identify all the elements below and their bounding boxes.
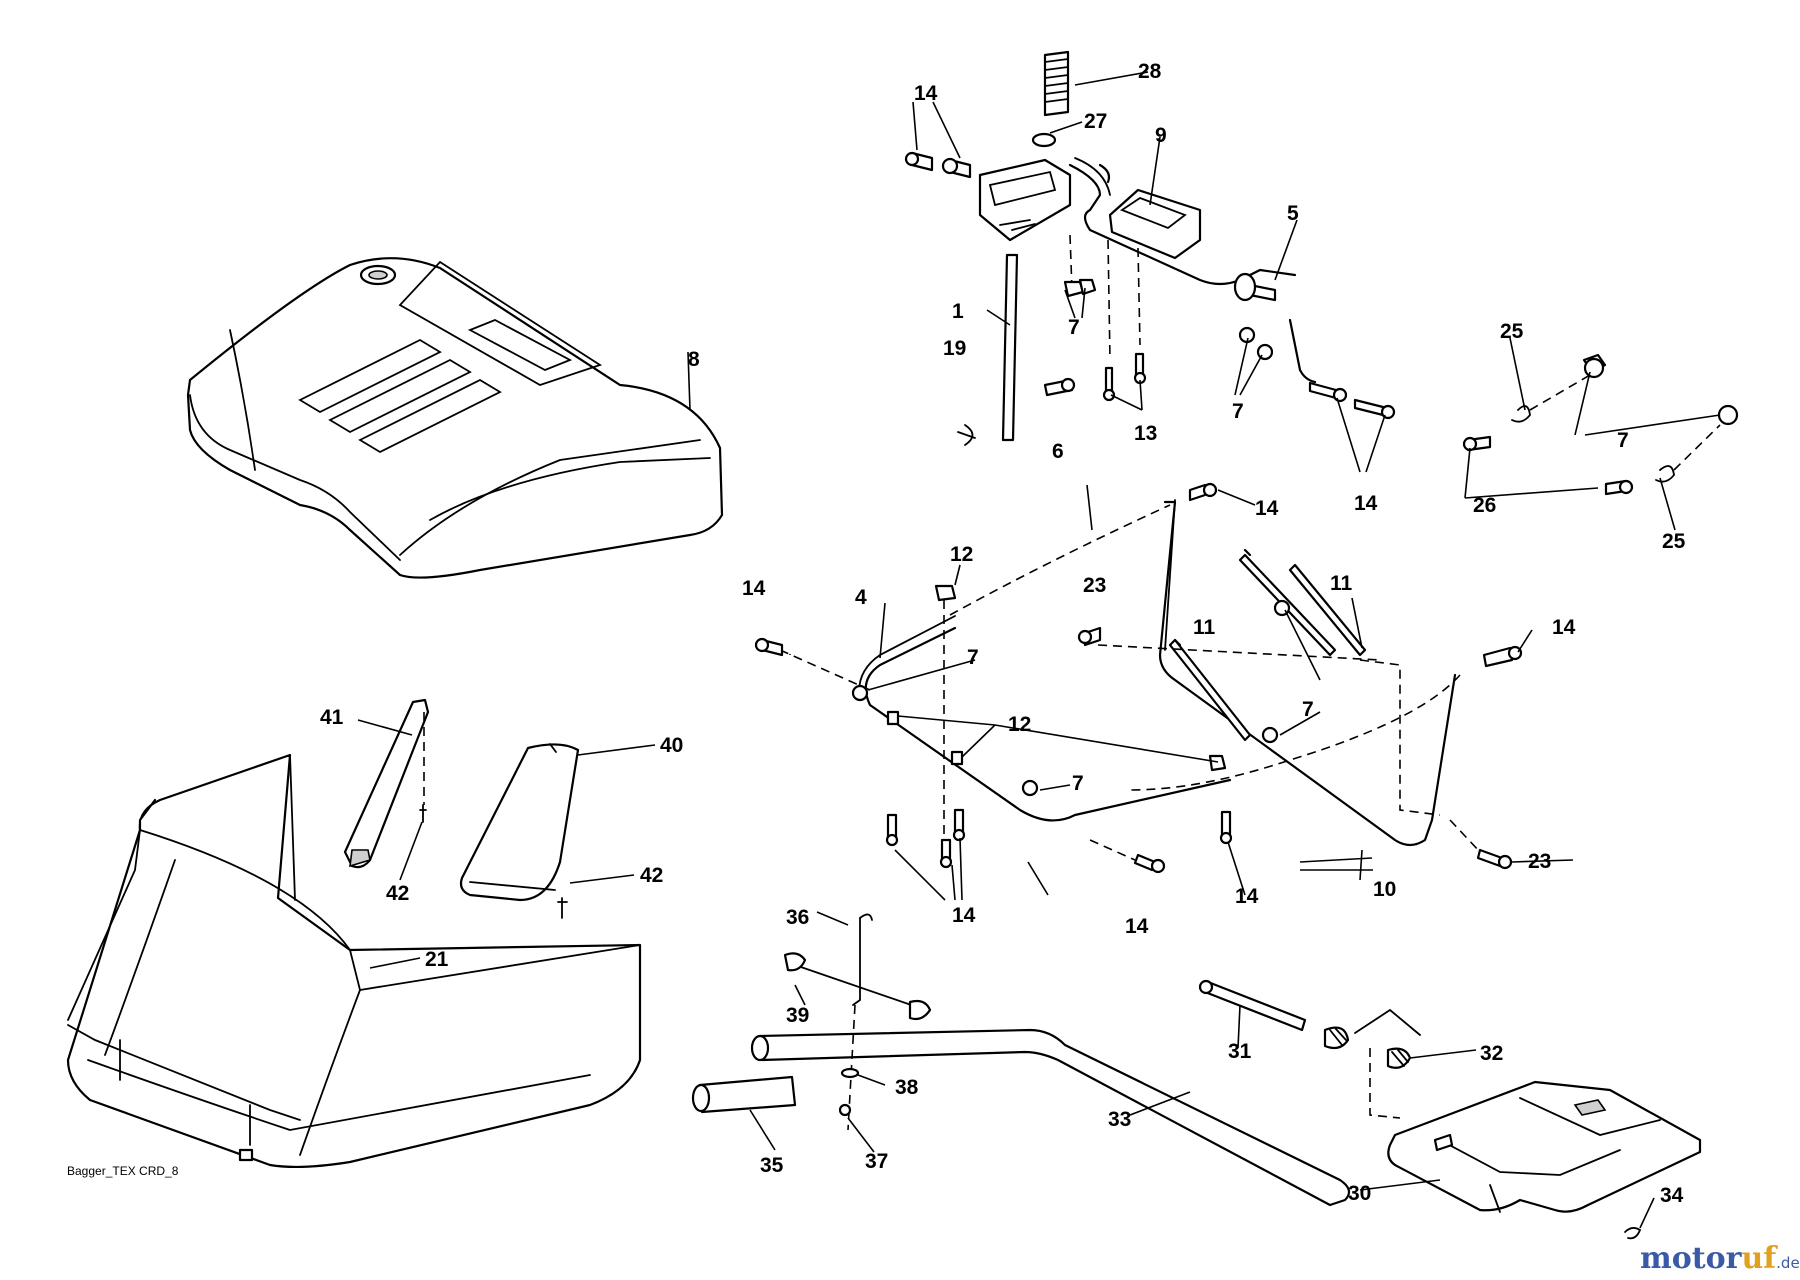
hardware-top: [904, 151, 1396, 446]
callout-23-left: 23: [1083, 574, 1106, 597]
callout-34: 34: [1660, 1184, 1684, 1207]
callout-1: 1: [952, 300, 964, 323]
leader-dash: [1097, 644, 1381, 661]
handle-grip-part: [1031, 50, 1070, 148]
callout-11-right: 11: [1330, 572, 1353, 595]
leader-dash: [1129, 674, 1461, 791]
leader-dash: [1089, 839, 1136, 861]
callout-28: 28: [1138, 60, 1162, 83]
link-part: [1288, 318, 1317, 384]
callout-13: 13: [1134, 422, 1157, 445]
cover-plate-part: [459, 743, 580, 902]
callout-25-bottom: 25: [1662, 530, 1686, 553]
leader-dash: [1449, 819, 1481, 853]
leader-dash: [779, 649, 871, 691]
screw-42a: [419, 804, 427, 823]
callout-12-top: 12: [950, 543, 973, 566]
leader-lines: [357, 71, 1721, 1229]
svg-text:motoruf.de: motoruf.de: [1640, 1241, 1800, 1276]
callout-38: 38: [895, 1076, 919, 1099]
callout-42-left: 42: [386, 882, 409, 905]
callout-35: 35: [760, 1154, 784, 1177]
rod-31-part: [1198, 979, 1421, 1069]
callout-42-right: 42: [640, 864, 663, 887]
callout-labels: 28 27 9 5 14 1 19 7 6 13 7 14 25 7 26 25…: [320, 60, 1686, 1207]
callout-11-left: 11: [1193, 616, 1216, 639]
leader-dash: [1069, 234, 1073, 291]
callout-37: 37: [865, 1150, 888, 1173]
callout-14-far: 14: [1552, 616, 1576, 639]
frame-assembly-part: [858, 499, 1457, 847]
rod-39-part: [783, 952, 932, 1021]
callout-25-top: 25: [1500, 320, 1524, 343]
callout-4: 4: [855, 586, 867, 609]
pin-36-part: [852, 913, 873, 1006]
leader-dash: [1369, 1048, 1401, 1119]
callout-7-right: 7: [1617, 429, 1629, 452]
callout-7-top: 7: [1068, 316, 1080, 339]
callout-7-frame: 7: [967, 646, 979, 669]
callout-12-mid: 12: [1008, 713, 1031, 736]
callout-27: 27: [1084, 110, 1107, 133]
callout-31: 31: [1228, 1040, 1252, 1063]
clip-37: [838, 1103, 852, 1117]
bagger-lid-part: [186, 257, 724, 579]
callout-14-bolts: 14: [952, 904, 976, 927]
bracket-part: [978, 158, 1072, 242]
watermark-logo: motoruf.de: [1640, 1241, 1800, 1276]
callout-8: 8: [688, 348, 700, 371]
callout-14-top: 14: [914, 82, 938, 105]
callout-33: 33: [1108, 1108, 1131, 1131]
screw-42b: [557, 897, 568, 919]
grip-35-part: [691, 1075, 797, 1114]
washer-38: [840, 1067, 860, 1079]
leader-dash: [1359, 659, 1441, 816]
callout-19: 19: [943, 337, 966, 360]
callout-32: 32: [1480, 1042, 1503, 1065]
callout-23-right: 23: [1528, 850, 1551, 873]
callout-21: 21: [425, 948, 449, 971]
hardware-middle: [754, 482, 1523, 874]
callout-36: 36: [786, 906, 809, 929]
drawing-caption: Bagger_TEX CRD_8: [67, 1164, 179, 1178]
callout-14-frame: 14: [1255, 497, 1279, 520]
washer-part: [1233, 272, 1257, 302]
callout-14-right: 14: [1354, 492, 1378, 515]
bagger-body-part: [66, 753, 642, 1168]
callout-40: 40: [660, 734, 683, 757]
hardware-right: [1462, 353, 1739, 496]
leader-dash: [1137, 247, 1141, 346]
callout-14-bottom: 14: [1125, 915, 1149, 938]
callout-14-left: 14: [742, 577, 766, 600]
side-plate-part: [343, 698, 430, 869]
clip-34-part: [1624, 1227, 1642, 1240]
callout-7-mid: 7: [1232, 400, 1244, 423]
callout-41: 41: [320, 706, 344, 729]
shield-30-part: [1387, 1080, 1702, 1213]
callout-7-low: 7: [1072, 772, 1084, 795]
leader-dash: [1107, 239, 1111, 361]
callout-30: 30: [1348, 1182, 1371, 1205]
lever-33-part: [750, 1028, 1351, 1207]
callout-6: 6: [1052, 440, 1064, 463]
callout-26: 26: [1473, 494, 1496, 517]
callout-39: 39: [786, 1004, 809, 1027]
callout-5: 5: [1287, 202, 1299, 225]
cover-9-part: [1108, 188, 1202, 260]
callout-9: 9: [1155, 124, 1167, 147]
leader-dash: [949, 504, 1171, 616]
callout-7-arm: 7: [1302, 698, 1314, 721]
callout-10: 10: [1373, 878, 1396, 901]
leader-dash: [847, 1004, 856, 1131]
callout-14-low: 14: [1235, 885, 1259, 908]
